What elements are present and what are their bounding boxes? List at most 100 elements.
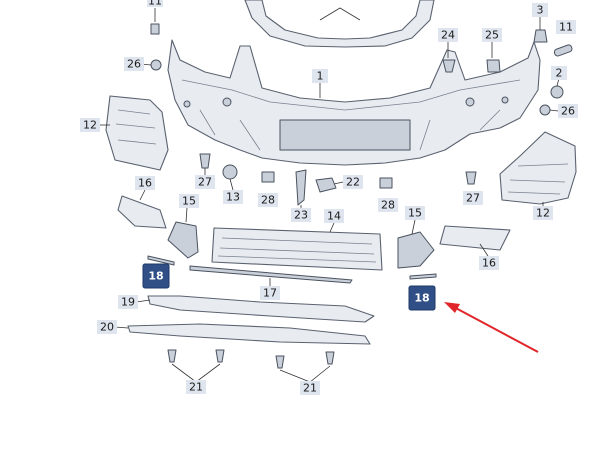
label-15-left: 15 <box>179 194 199 208</box>
label-2: 2 <box>551 66 567 80</box>
svg-text:11: 11 <box>559 21 573 34</box>
svg-text:1: 1 <box>317 70 324 83</box>
svg-text:27: 27 <box>198 176 212 189</box>
svg-text:24: 24 <box>441 29 455 42</box>
label-19: 19 <box>118 295 138 309</box>
label-21-left: 21 <box>186 380 206 394</box>
label-23: 23 <box>291 208 311 222</box>
svg-text:21: 21 <box>303 382 317 395</box>
screw-2 <box>550 85 564 99</box>
label-26-right: 26 <box>558 104 578 118</box>
label-1: 1 <box>312 69 328 83</box>
bumper-details <box>199 109 501 151</box>
label-25: 25 <box>482 28 502 42</box>
clip-11-left <box>150 23 160 35</box>
plug-28-left <box>261 171 275 183</box>
label-27-right: 27 <box>463 191 483 205</box>
svg-text:14: 14 <box>327 210 341 223</box>
plug-13 <box>222 164 238 180</box>
svg-text:12: 12 <box>83 119 97 132</box>
side-bracket-right <box>499 131 577 205</box>
svg-text:26: 26 <box>127 58 141 71</box>
clip-27-left <box>199 153 211 169</box>
label-17: 17 <box>260 286 280 300</box>
strip-18-right <box>409 273 437 280</box>
screw-21-d <box>325 351 335 365</box>
leader-lines <box>98 8 560 383</box>
side-bracket-right-detail <box>507 163 569 195</box>
side-grille-15-right <box>397 231 435 269</box>
trim-frame-16-right <box>439 225 511 251</box>
svg-text:19: 19 <box>121 296 135 309</box>
label-12-right: 12 <box>533 206 553 220</box>
svg-text:16: 16 <box>482 257 496 270</box>
clip-26-right <box>539 104 551 116</box>
svg-text:15: 15 <box>182 195 196 208</box>
svg-text:21: 21 <box>189 381 203 394</box>
svg-text:13: 13 <box>226 191 240 204</box>
clip-27-right <box>465 171 477 185</box>
label-16-right: 16 <box>479 256 499 270</box>
label-13: 13 <box>223 190 243 204</box>
svg-text:20: 20 <box>100 321 114 334</box>
svg-text:17: 17 <box>263 287 277 300</box>
sensor-hole-right <box>465 97 475 107</box>
svg-text:18: 18 <box>414 292 429 305</box>
label-12-left: 12 <box>80 118 100 132</box>
plug-28-right <box>379 177 393 189</box>
svg-text:28: 28 <box>261 194 275 207</box>
label-14: 14 <box>324 209 344 223</box>
grille-frame <box>244 0 435 48</box>
label-15-right: 15 <box>405 206 425 220</box>
side-grille-15-left <box>167 221 199 259</box>
svg-text:12: 12 <box>536 207 550 220</box>
label-22: 22 <box>343 175 363 189</box>
sensor-22 <box>315 177 337 193</box>
svg-text:3: 3 <box>537 4 544 17</box>
svg-text:23: 23 <box>294 209 308 222</box>
label-28-right: 28 <box>378 198 398 212</box>
svg-text:16: 16 <box>138 177 152 190</box>
clip-26-left <box>150 59 162 71</box>
label-27-left: 27 <box>195 175 215 189</box>
svg-text:25: 25 <box>485 29 499 42</box>
screw-21-b <box>215 349 225 363</box>
label-18-right-highlight: 18 <box>408 285 436 311</box>
screw-21-c <box>275 355 285 369</box>
red-arrow-icon <box>444 302 539 353</box>
sensor-hole-left <box>222 97 232 107</box>
svg-text:26: 26 <box>561 105 575 118</box>
lower-grille-mesh <box>217 237 377 263</box>
side-bracket-left-detail <box>115 109 157 145</box>
grille-emblem <box>319 7 361 21</box>
svg-text:27: 27 <box>466 192 480 205</box>
spoiler-19 <box>147 295 375 323</box>
label-18-left-highlight: 18 <box>142 263 170 289</box>
clip-3 <box>533 29 548 43</box>
screw-21-a <box>167 349 177 363</box>
label-16-left: 16 <box>135 176 155 190</box>
trim-frame-16-left <box>117 195 167 229</box>
bumper-lower-opening <box>279 119 411 151</box>
bracket-23 <box>295 169 307 206</box>
label-20: 20 <box>97 320 117 334</box>
label-21-right: 21 <box>300 381 320 395</box>
clip-11-right <box>553 44 573 57</box>
clip-25 <box>486 59 501 73</box>
label-24: 24 <box>438 28 458 42</box>
svg-text:11: 11 <box>148 0 162 8</box>
bumper-crease <box>181 79 521 111</box>
label-11-right: 11 <box>556 20 576 34</box>
label-26-left: 26 <box>124 57 144 71</box>
svg-text:2: 2 <box>556 67 563 80</box>
sensor-hole-left-outer <box>183 100 191 108</box>
svg-text:22: 22 <box>346 176 360 189</box>
trim-strip-17 <box>189 265 353 284</box>
label-28-left: 28 <box>258 193 278 207</box>
lower-grille-14 <box>211 227 383 271</box>
spoiler-20 <box>127 323 371 345</box>
svg-text:18: 18 <box>148 270 163 283</box>
label-11-left: 11 <box>147 0 163 8</box>
